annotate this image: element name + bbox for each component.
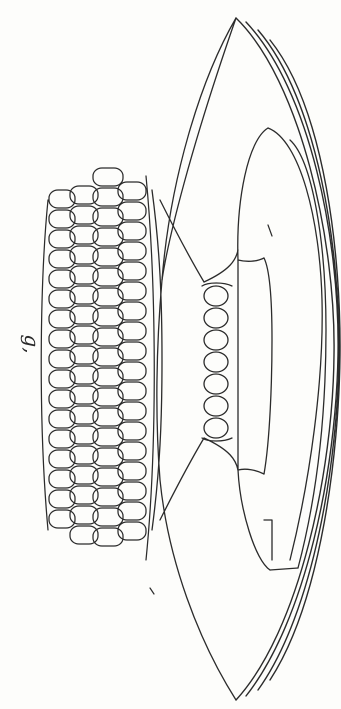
body-lobe <box>118 502 146 520</box>
body-lobe <box>118 242 146 260</box>
body-lobe <box>93 168 123 186</box>
body-lobe <box>118 462 146 480</box>
body-lobe <box>118 382 146 400</box>
body-lobe <box>118 182 146 200</box>
stem-beads <box>202 283 232 441</box>
body-lobe <box>118 302 146 320</box>
base-platform <box>238 128 326 570</box>
body-lobe <box>118 282 146 300</box>
upper-dish <box>152 190 238 530</box>
body-lobe <box>118 422 146 440</box>
body-lobe <box>118 262 146 280</box>
body-lobe <box>118 202 146 220</box>
figure-label: g, <box>18 330 46 358</box>
body-lobe <box>118 322 146 340</box>
base-rim <box>236 18 340 700</box>
base-disc <box>157 18 236 700</box>
body-lobe <box>118 402 146 420</box>
body-lobe <box>118 522 146 540</box>
body-lobe <box>118 222 146 240</box>
body-lobe <box>118 342 146 360</box>
body-lobe <box>118 482 146 500</box>
ribbed-body <box>41 168 154 560</box>
body-lobe <box>118 362 146 380</box>
surface-marks <box>150 225 272 594</box>
body-lobe <box>118 442 146 460</box>
